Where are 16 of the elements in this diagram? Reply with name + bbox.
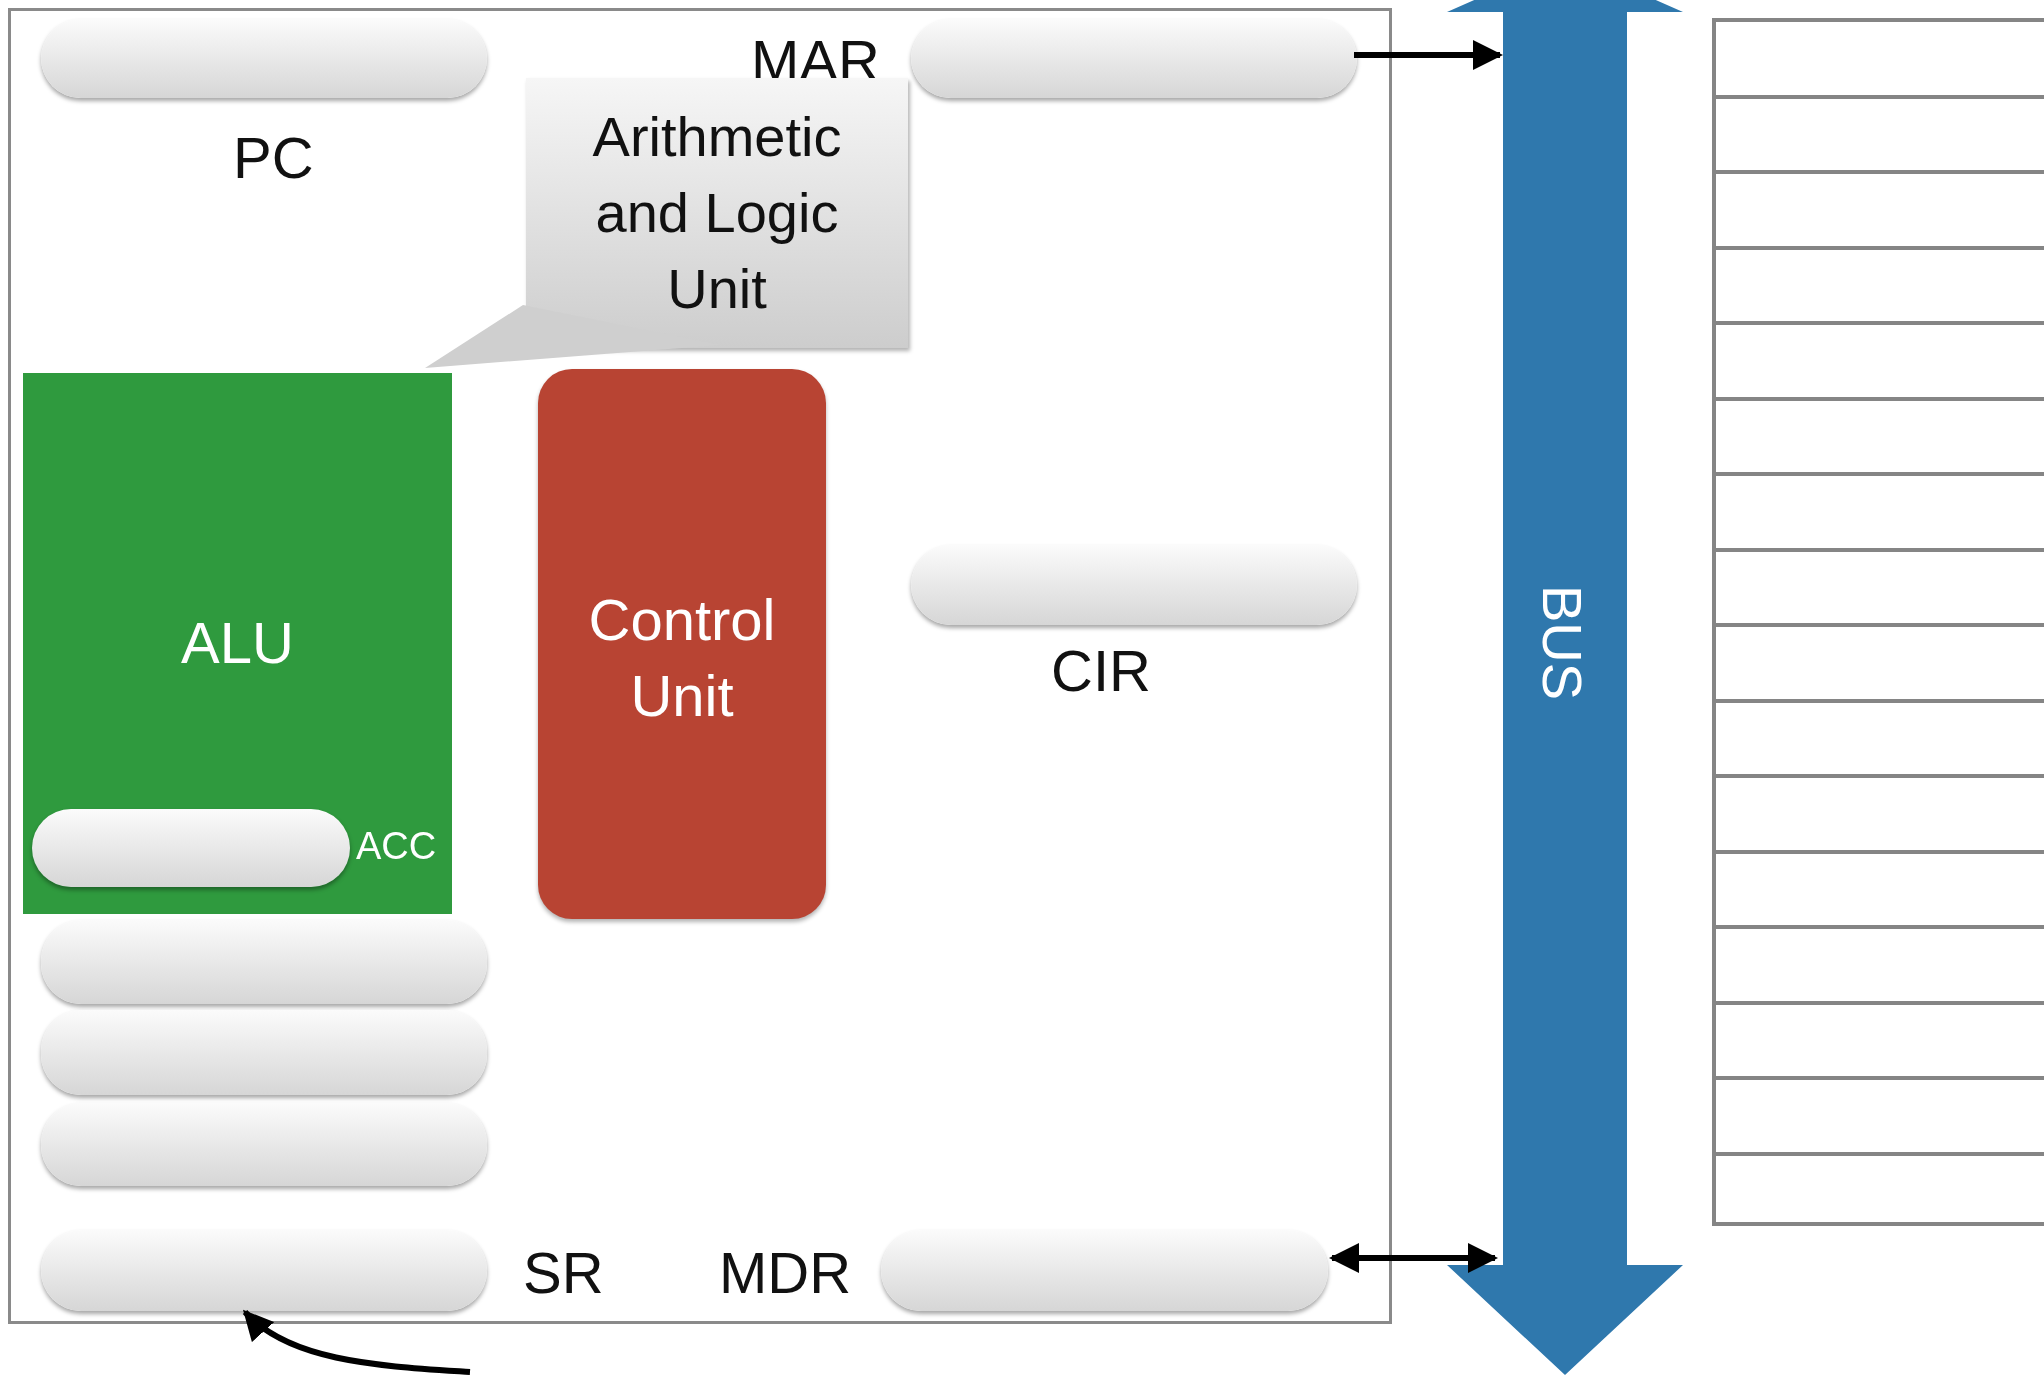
register-label: SR [523, 1239, 604, 1306]
block-label: Control Unit [587, 586, 777, 730]
memory-block [1712, 18, 2044, 1226]
register-label: ACC [356, 825, 437, 868]
alu-block [23, 373, 452, 914]
arrow [1354, 40, 1503, 70]
processor-outline [8, 8, 1392, 1324]
bus-label: BUS [1530, 584, 1596, 701]
register-label: MDR [719, 1239, 852, 1306]
callout-bubble: Arithmetic and Logic Unit [526, 78, 908, 348]
register-label: CIR [1051, 637, 1151, 704]
block-label: ALU [180, 609, 295, 677]
control-unit-block [538, 369, 826, 919]
arrow [1329, 1243, 1498, 1273]
arrow [242, 1309, 471, 1375]
register-label: PC [233, 124, 314, 191]
